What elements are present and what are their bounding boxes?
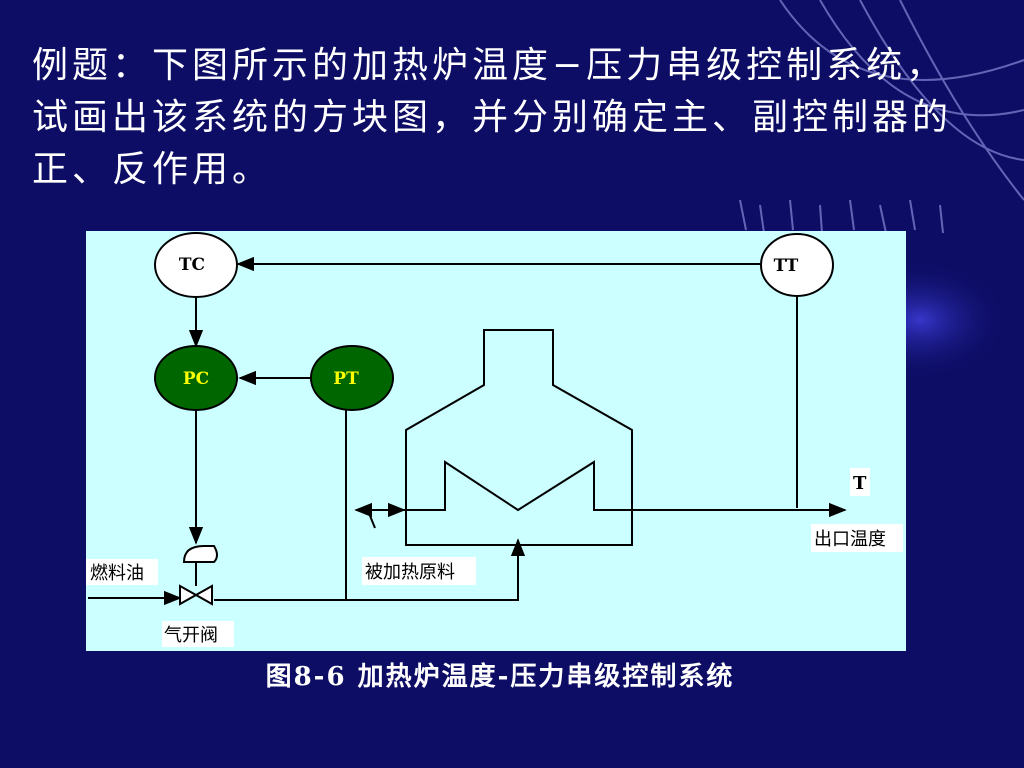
question-text: 例题：下图所示的加热炉温度−压力串级控制系统，试画出该系统的方块图，并分别确定主… [32, 45, 953, 190]
fuel-line-to-furnace [214, 538, 526, 601]
tt-transmitter [760, 233, 834, 297]
t-variable-label: T [853, 473, 867, 494]
tc-label: TC [179, 255, 205, 275]
fuel-oil-label: 燃料油 [90, 563, 144, 584]
pt-label: PT [333, 369, 359, 389]
tt-label: TT [774, 256, 799, 276]
air-open-valve-icon [179, 545, 218, 606]
pc-label: PC [183, 369, 209, 389]
tc-controller [154, 232, 238, 298]
outlet-temperature-label: 出口温度 [814, 529, 886, 550]
material-inlet-tick [365, 505, 376, 529]
figure-caption: 图8-6 加热炉温度-压力串级控制系统 [265, 662, 735, 692]
furnace-coil [354, 460, 843, 518]
furnace-body [405, 329, 633, 546]
heated-material-label: 被加热原料 [365, 562, 455, 583]
diagram-panel [86, 231, 906, 651]
pc-controller [154, 345, 238, 411]
air-open-valve-label: 气开阀 [164, 625, 218, 646]
pt-transmitter [310, 345, 394, 411]
